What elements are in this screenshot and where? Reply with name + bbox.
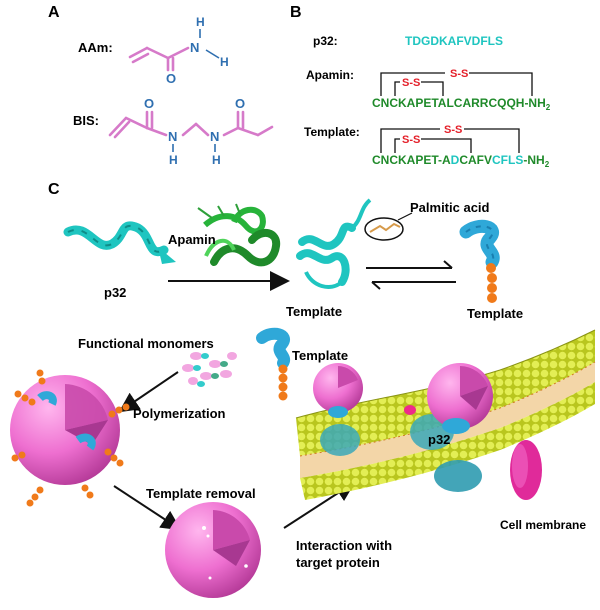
panel-c-letter: C — [48, 181, 60, 198]
template-seq-part4: CFLS — [492, 153, 523, 167]
template-ss-outer: S-S — [444, 124, 462, 136]
template-caption-middle: Template — [286, 304, 342, 319]
apamin-label: Apamin: — [306, 68, 354, 82]
polymerization-arrow — [118, 371, 179, 413]
aam-oxygen: O — [166, 71, 176, 86]
bis-nh-bonds — [172, 144, 216, 152]
apamin-caption: Apamin — [168, 232, 216, 247]
panel-b-letter: B — [290, 4, 302, 21]
template-removal-caption: Template removal — [146, 486, 256, 501]
aam-structure — [128, 46, 190, 72]
aam-hydrogen-top: H — [196, 15, 205, 29]
p32-membrane-caption: p32 — [428, 432, 450, 447]
bis-structure — [108, 110, 274, 139]
palmitic-acid-pointer — [397, 212, 413, 221]
imprinted-sphere-with-template — [10, 369, 130, 507]
membrane-sphere-right — [427, 363, 493, 434]
bis-hydrogen-right: H — [212, 153, 221, 167]
aam-nh-bonds — [199, 29, 220, 59]
p32-helix — [63, 221, 176, 264]
template-caption-right: Template — [467, 306, 523, 321]
p32-caption: p32 — [104, 285, 126, 300]
polymerization-caption: Polymerization — [133, 406, 226, 421]
bis-nitrogen-right: N — [210, 129, 219, 144]
apamin-ss-inner: S-S — [402, 77, 420, 89]
apamin-structure — [197, 203, 281, 267]
template-seq-sub: 2 — [545, 160, 550, 169]
aam-label: AAm: — [78, 40, 113, 55]
apamin-ss-outer: S-S — [450, 68, 468, 80]
palmitic-acid-circle — [364, 217, 404, 241]
apamin-seq-sub: 2 — [546, 103, 551, 112]
apamin-sequence: CNCKAPETALCARRCQQH-NH2 — [372, 96, 551, 112]
template-label: Template: — [304, 125, 360, 139]
aam-nitrogen: N — [190, 40, 199, 55]
aam-hydrogen-right: H — [220, 55, 229, 69]
template-disulfide-bonds — [380, 128, 520, 153]
panel-a-letter: A — [48, 4, 60, 21]
equilibrium-arrows — [366, 260, 456, 290]
interaction-caption-line1: Interaction with — [296, 538, 392, 553]
template-seq-part3: CAFV — [459, 153, 492, 167]
template-micelle — [459, 219, 500, 303]
p32-sequence: TDGDKAFVDFLS — [405, 34, 503, 48]
bis-label: BIS: — [73, 113, 99, 128]
interaction-caption-line2: target protein — [296, 555, 380, 570]
functional-monomers-cluster — [182, 352, 237, 387]
cell-membrane-caption: Cell membrane — [500, 518, 586, 532]
template-small-icon — [256, 327, 291, 401]
template-seq-part5: -NH — [523, 153, 544, 167]
bis-hydrogen-left: H — [169, 153, 178, 167]
p32-label: p32: — [313, 34, 338, 48]
template-seq-part1: CNCKAPET-A — [372, 153, 451, 167]
apamin-seq-main: CNCKAPETALCARRCQQH-NH — [372, 96, 546, 110]
bis-oxygen-left: O — [144, 96, 154, 111]
template-seq-part2: D — [451, 153, 460, 167]
functional-monomers-caption: Functional monomers — [78, 336, 214, 351]
palmitic-acid-caption: Palmitic acid — [410, 200, 490, 215]
imprinted-sphere-empty — [165, 502, 261, 598]
template-removal-arrow — [113, 485, 182, 531]
bis-nitrogen-left: N — [168, 129, 177, 144]
apamin-disulfide-bonds — [380, 72, 533, 96]
membrane-proteins — [320, 405, 542, 500]
template-caption-small: Template — [292, 348, 348, 363]
template-sequence: CNCKAPET-ADCAFVCFLS-NH2 — [372, 153, 550, 169]
bis-oxygen-right: O — [235, 96, 245, 111]
template-ss-inner: S-S — [402, 134, 420, 146]
membrane-sphere-left — [313, 363, 363, 418]
template-structure — [296, 198, 401, 289]
